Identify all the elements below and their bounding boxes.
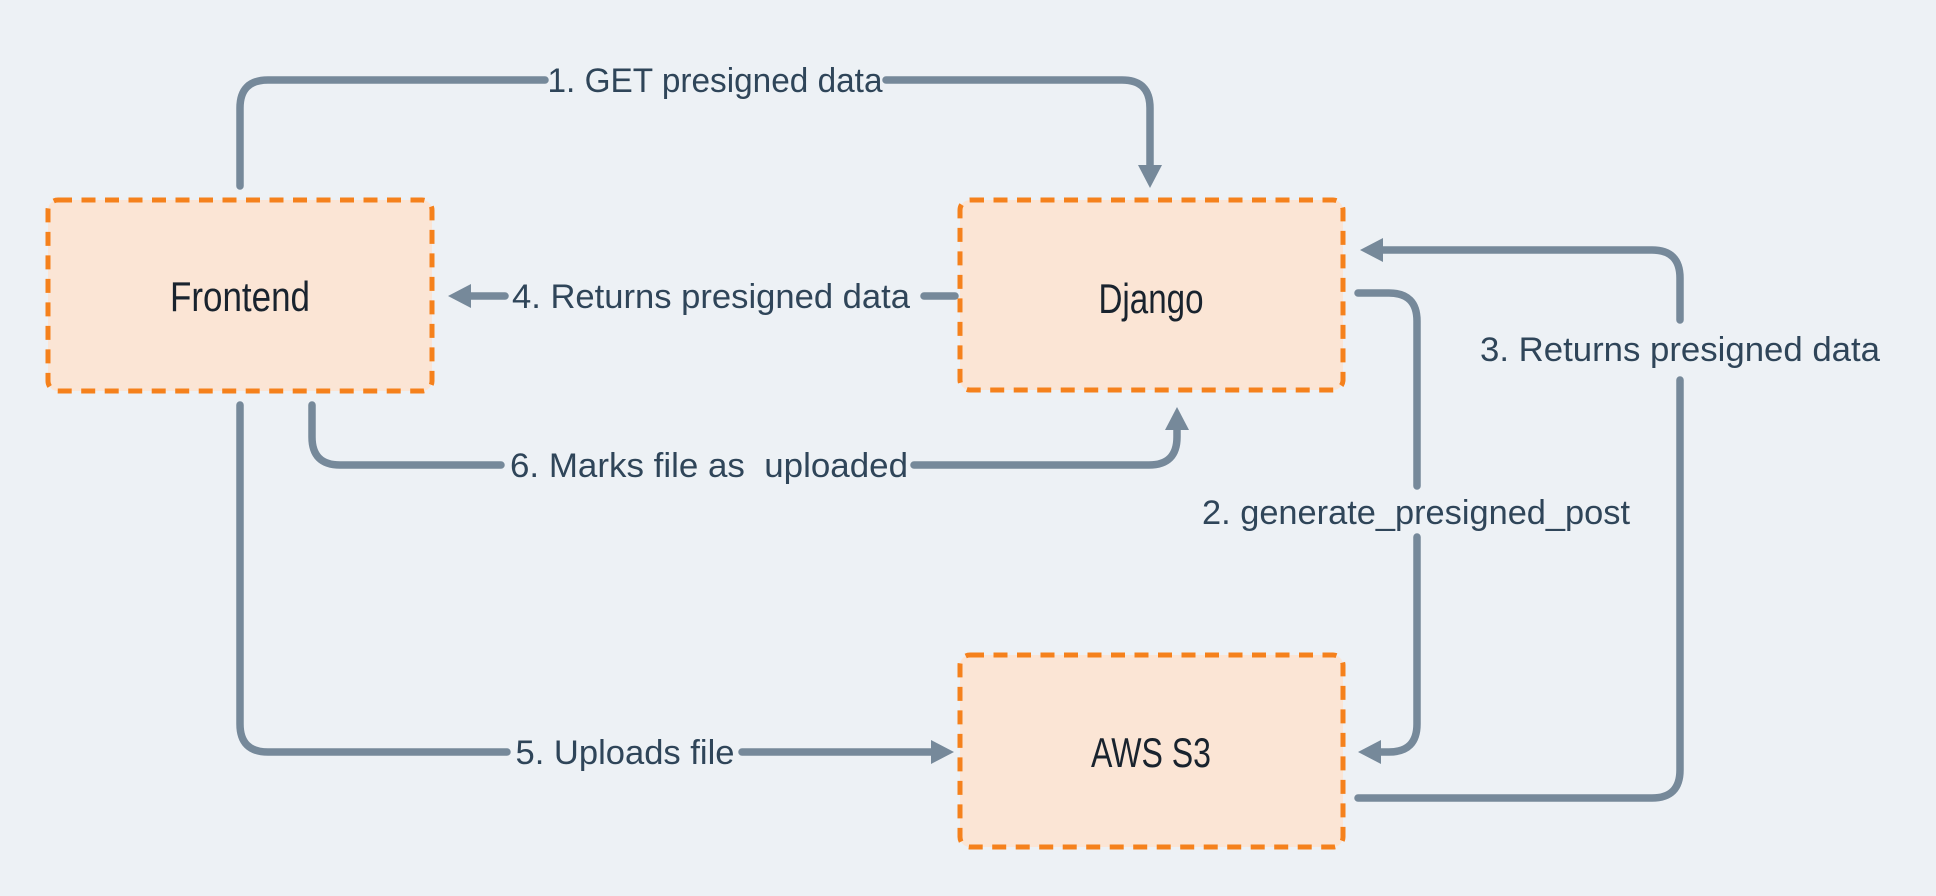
django-node-label: Django <box>1099 275 1204 322</box>
aws-s3-node-box <box>957 652 1346 850</box>
edge-generate-presigned-post-label: 2. generate_presigned_post <box>1202 494 1631 532</box>
edge-returns-presigned-data-to-frontend-label: 4. Returns presigned data <box>512 278 910 316</box>
frontend-node-box <box>45 197 435 394</box>
django-node: Django <box>957 197 1346 393</box>
edge-returns-presigned-data-to-django-arrow <box>1358 250 1684 802</box>
frontend-node-label: Frontend <box>170 273 310 320</box>
aws-s3-node: AWS S3 <box>957 652 1346 850</box>
django-node-box <box>957 197 1346 393</box>
frontend-node: Frontend <box>45 197 435 394</box>
edge-returns-presigned-data-to-django-label: 3. Returns presigned data <box>1480 331 1880 369</box>
edge-get-presigned-data-label: 1. GET presigned data <box>548 62 883 100</box>
edge-marks-file-uploaded-arrow <box>308 405 1177 469</box>
edge-uploads-file-label: 5. Uploads file <box>516 734 735 772</box>
edge-marks-file-uploaded-label: 6. Marks file as uploaded <box>510 447 908 485</box>
edge-get-presigned-data-arrow <box>236 76 1150 186</box>
edge-uploads-file-arrow <box>236 401 932 752</box>
aws-s3-node-label: AWS S3 <box>1091 729 1211 776</box>
edge-generate-presigned-post-arrow <box>1358 289 1421 752</box>
